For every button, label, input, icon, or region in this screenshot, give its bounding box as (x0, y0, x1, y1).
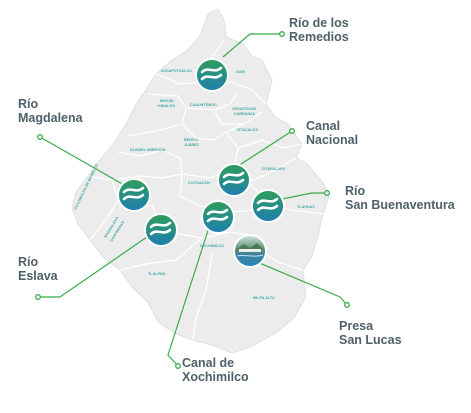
callout-presa-san-lucas: Presa San Lucas (339, 319, 402, 347)
alcaldia-label: VENUSTIANO (232, 107, 257, 111)
alcaldia-label: BENITO (184, 138, 198, 142)
alcaldia-label: CUAUHTÉMOC (190, 102, 217, 107)
alcaldia-label: CARRANZA (234, 112, 255, 116)
river-icon (195, 58, 229, 92)
leader-endpoints (35, 31, 350, 369)
river-icon (201, 200, 235, 234)
river-icon (117, 178, 151, 212)
callout-line: Remedios (289, 30, 349, 44)
callout-line: Eslava (18, 269, 58, 283)
river-icon (251, 189, 285, 223)
alcaldia-label: IZTAPALAPA (262, 167, 285, 171)
callout-line: San Lucas (339, 333, 402, 347)
callout-line: Magdalena (18, 111, 83, 125)
callout-canal-nacional: Canal Nacional (306, 119, 358, 147)
alcaldia-label: MILPA ALTA (253, 296, 275, 300)
alcaldia-label: MIGUEL (160, 99, 175, 103)
dam-photo-icon (233, 234, 267, 268)
callout-canal-xochimilco: Canal de Xochimilco (182, 356, 249, 384)
callout-line: Río (345, 184, 366, 198)
callout-line: Presa (339, 319, 374, 333)
alcaldia-label: XOCHIMILCO (200, 244, 224, 248)
callout-rio-eslava: Río Eslava (18, 255, 58, 283)
alcaldia-label: TLÁHUAC (297, 204, 315, 209)
alcaldia-label: ÁLVARO OBREGÓN (130, 147, 166, 152)
callout-line: Xochimilco (182, 370, 249, 384)
callout-line: Río (18, 255, 39, 269)
callout-line: San Buenaventura (345, 198, 455, 212)
callout-rio-magdalena: Río Magdalena (18, 97, 83, 125)
callout-line: Río (18, 97, 39, 111)
callout-line: Río de los (289, 16, 349, 30)
alcaldia-label: IZTACALCO (237, 128, 258, 132)
alcaldia-label: JUÁREZ (184, 142, 200, 147)
alcaldia-label: GAM (236, 70, 245, 74)
callout-rio-san-buenaventura: Río San Buenaventura (345, 184, 455, 212)
alcaldia-label: AZCAPOTZALCO (161, 69, 192, 73)
river-icon (144, 213, 178, 247)
callout-line: Nacional (306, 133, 359, 147)
callout-rio-remedios: Río de los Remedios (289, 16, 349, 44)
callout-line: Canal de (182, 356, 235, 370)
leader-lines (38, 33, 348, 367)
river-icons (117, 58, 285, 268)
alcaldia-label: COYOACÁN (188, 180, 210, 185)
city-outline (71, 8, 330, 354)
callout-line: Canal (306, 119, 341, 133)
alcaldia-label: TLALPAN (148, 272, 166, 276)
river-icon (217, 163, 251, 197)
alcaldia-label: HIDALGO (158, 104, 175, 108)
